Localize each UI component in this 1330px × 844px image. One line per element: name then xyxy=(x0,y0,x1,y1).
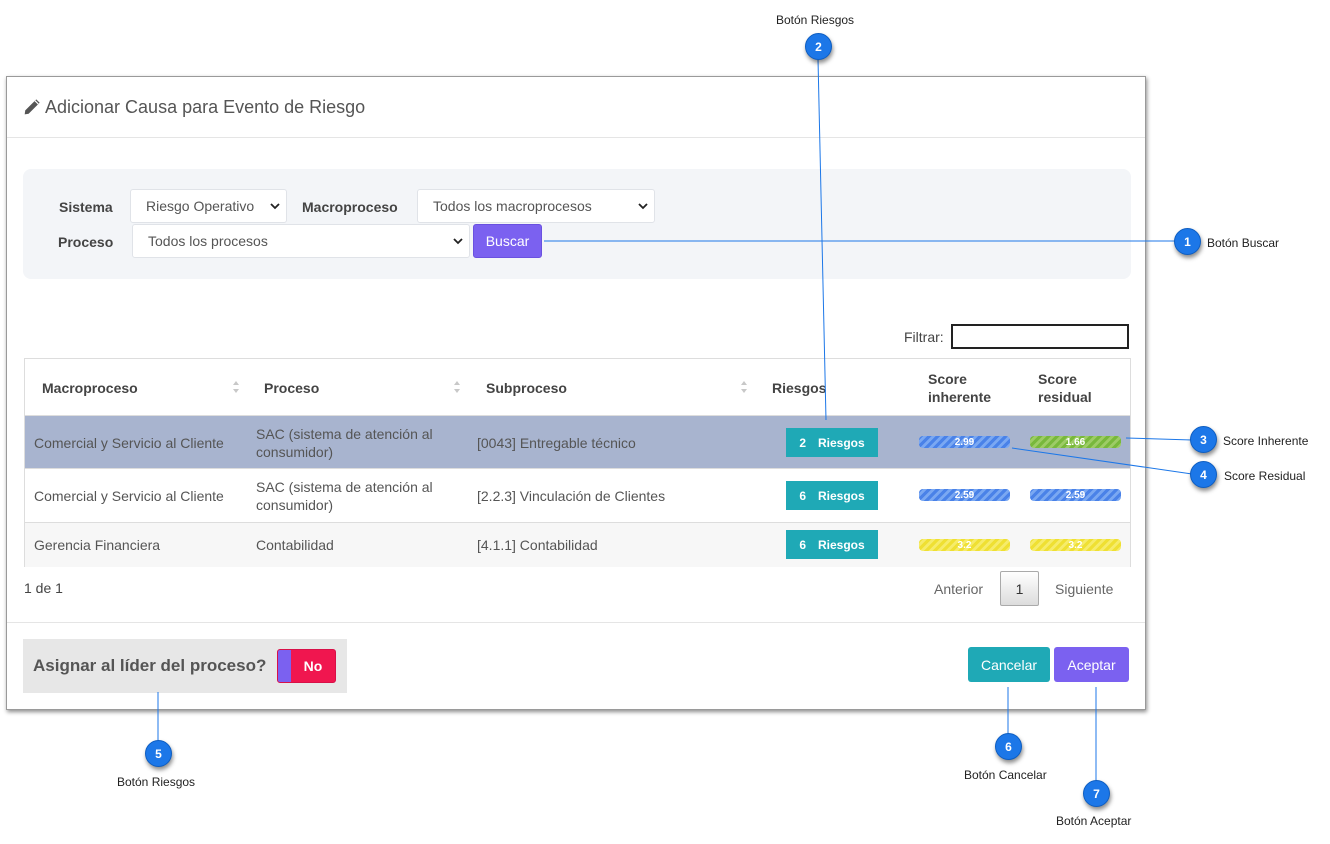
pagination-page-1[interactable]: 1 xyxy=(1000,571,1039,606)
cell-macroproceso: Comercial y Servicio al Cliente xyxy=(34,434,224,451)
callout-badge-2: 2 xyxy=(805,33,832,60)
score-inherente-bar: 2.59 xyxy=(919,489,1010,501)
cell-subproceso: [0043] Entregable técnico xyxy=(477,434,636,451)
table-header: Macroproceso Proceso Subproceso Riesgos … xyxy=(25,359,1130,416)
macroproceso-label: Macroproceso xyxy=(302,199,398,215)
modal-header: Adicionar Causa para Evento de Riesgo xyxy=(7,77,1145,138)
sistema-select[interactable]: Riesgo Operativo xyxy=(130,189,287,223)
macroproceso-select[interactable]: Todos los macroprocesos xyxy=(417,189,655,223)
callout-label-7: Botón Aceptar xyxy=(1056,814,1132,828)
score-residual-bar: 3.2 xyxy=(1030,539,1121,551)
results-table: Macroproceso Proceso Subproceso Riesgos … xyxy=(24,358,1131,567)
callout-badge-4: 4 xyxy=(1190,461,1217,488)
macroproceso-select-value: Todos los macroprocesos xyxy=(433,198,592,214)
column-header-label: Proceso xyxy=(264,379,320,396)
column-header-score-residual: Score residual xyxy=(1038,370,1092,405)
column-header-label: Macroproceso xyxy=(42,379,138,396)
callout-label-2: Botón Riesgos xyxy=(776,13,855,27)
table-row[interactable]: Comercial y Servicio al Cliente SAC (sis… xyxy=(25,416,1130,469)
cell-subproceso: [4.1.1] Contabilidad xyxy=(477,537,598,553)
proceso-select[interactable]: Todos los procesos xyxy=(132,224,470,258)
modal-title: Adicionar Causa para Evento de Riesgo xyxy=(23,97,365,118)
chevron-down-icon xyxy=(453,238,463,245)
buscar-button[interactable]: Buscar xyxy=(473,224,542,258)
callout-label-1: Botón Buscar xyxy=(1207,236,1280,250)
riesgos-count: 6 xyxy=(799,488,806,503)
cell-subproceso: [2.2.3] Vinculación de Clientes xyxy=(477,488,666,504)
callout-badge-1: 1 xyxy=(1174,228,1201,255)
cell-proceso: SAC (sistema de atención al consumidor) xyxy=(256,479,433,513)
pagination-prev[interactable]: Anterior xyxy=(934,581,984,597)
riesgos-button[interactable]: 6 Riesgos xyxy=(786,481,878,510)
riesgos-count: 6 xyxy=(799,537,806,552)
cell-proceso: SAC (sistema de atención al consumidor) xyxy=(256,425,433,460)
modal-dialog: Adicionar Causa para Evento de Riesgo Si… xyxy=(6,76,1146,710)
callout-badge-6: 6 xyxy=(995,733,1022,760)
assign-leader-panel: Asignar al líder del proceso? No xyxy=(23,639,347,693)
assign-leader-toggle[interactable]: No xyxy=(277,649,336,683)
score-inherente-bar: 3.2 xyxy=(919,539,1010,551)
riesgos-button[interactable]: 6 Riesgos xyxy=(786,530,878,559)
pagination-info: 1 de 1 xyxy=(24,580,63,596)
column-header-riesgos: Riesgos xyxy=(772,379,827,396)
pencil-icon xyxy=(24,99,40,115)
filtrar-input[interactable] xyxy=(951,324,1129,349)
callout-label-3: Score Inherente xyxy=(1223,434,1309,448)
callout-label-5: Botón Riesgos xyxy=(117,775,196,789)
proceso-label: Proceso xyxy=(58,234,114,250)
riesgos-label: Riesgos xyxy=(818,488,865,503)
cancel-button[interactable]: Cancelar xyxy=(968,647,1050,682)
riesgos-label: Riesgos xyxy=(818,435,865,450)
toggle-value: No xyxy=(303,658,323,674)
callout-badge-5: 5 xyxy=(145,740,172,767)
cell-proceso: Contabilidad xyxy=(256,537,334,553)
assign-leader-label: Asignar al líder del proceso? xyxy=(33,656,267,675)
riesgos-count: 2 xyxy=(799,435,806,450)
pagination-next[interactable]: Siguiente xyxy=(1055,581,1114,597)
cell-macroproceso: Gerencia Financiera xyxy=(34,537,161,553)
column-header-score-inherente: Score inherente xyxy=(928,370,992,405)
accept-button[interactable]: Aceptar xyxy=(1054,647,1129,682)
riesgos-button[interactable]: 2 Riesgos xyxy=(786,428,878,457)
column-header-label: Subproceso xyxy=(486,379,567,396)
callout-badge-3: 3 xyxy=(1190,426,1217,453)
score-inherente-bar: 2.99 xyxy=(919,436,1010,448)
sort-icon xyxy=(233,381,239,393)
sistema-select-value: Riesgo Operativo xyxy=(146,198,255,214)
table-row[interactable]: Gerencia Financiera Contabilidad [4.1.1]… xyxy=(25,523,1130,567)
score-residual-bar: 1.66 xyxy=(1030,436,1121,448)
cell-macroproceso: Comercial y Servicio al Cliente xyxy=(34,488,224,504)
callout-badge-7: 7 xyxy=(1083,780,1110,807)
sistema-label: Sistema xyxy=(59,199,113,215)
proceso-select-value: Todos los procesos xyxy=(148,233,268,249)
column-header-subproceso[interactable]: Subproceso xyxy=(486,359,746,416)
callout-label-4: Score Residual xyxy=(1224,469,1306,483)
sort-icon xyxy=(741,381,747,393)
chevron-down-icon xyxy=(270,203,280,210)
score-residual-bar: 2.59 xyxy=(1030,489,1121,501)
filtrar-label: Filtrar: xyxy=(904,329,944,345)
toggle-knob xyxy=(278,650,291,682)
chevron-down-icon xyxy=(638,203,648,210)
modal-title-text: Adicionar Causa para Evento de Riesgo xyxy=(45,96,366,117)
table-row[interactable]: Comercial y Servicio al Cliente SAC (sis… xyxy=(25,469,1130,523)
footer-divider xyxy=(7,622,1145,623)
column-header-macroproceso[interactable]: Macroproceso xyxy=(42,359,252,416)
sort-icon xyxy=(454,381,460,393)
callout-label-6: Botón Cancelar xyxy=(964,768,1047,782)
column-header-proceso[interactable]: Proceso xyxy=(264,359,474,416)
filter-panel: Sistema Riesgo Operativo Macroproceso To… xyxy=(23,169,1131,279)
riesgos-label: Riesgos xyxy=(818,537,865,552)
